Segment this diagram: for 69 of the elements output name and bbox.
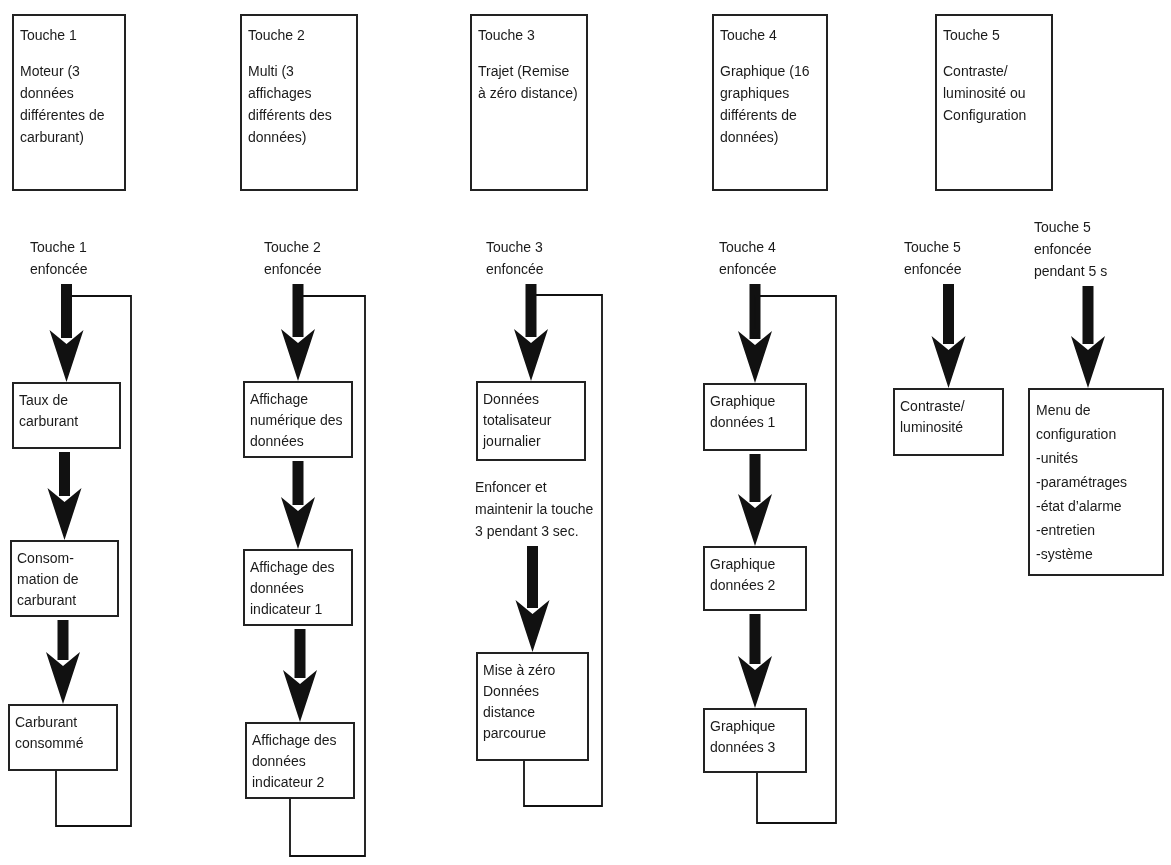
arrow xyxy=(738,454,772,546)
arrow xyxy=(738,284,772,383)
key-title: Touche 2 xyxy=(248,26,306,45)
key-description: Moteur (3 données différentes de carburant) xyxy=(20,62,106,147)
process-box xyxy=(703,546,807,611)
arrow xyxy=(738,614,772,708)
box-text: Affichage numérique des données xyxy=(250,390,344,451)
process-box xyxy=(12,382,121,449)
arrow xyxy=(46,620,80,704)
process-box xyxy=(243,381,353,458)
key-box xyxy=(935,14,1053,191)
box-text: Consom-mation de carburant xyxy=(17,549,80,610)
key-box xyxy=(470,14,588,191)
process-box xyxy=(8,704,118,771)
key-description: Multi (3 affichages différents des données) xyxy=(248,62,333,147)
key-title: Touche 4 xyxy=(720,26,778,45)
process-box xyxy=(10,540,119,617)
box-text: Graphique données 2 xyxy=(710,555,777,595)
menu-box xyxy=(1028,388,1164,576)
arrow xyxy=(515,546,550,652)
process-box xyxy=(476,652,589,761)
process-box xyxy=(476,381,586,461)
key-title: Touche 1 xyxy=(20,26,78,45)
key-box xyxy=(240,14,358,191)
menu-title: Menu de configuration xyxy=(1036,401,1118,444)
step-label: Enfoncer et maintenir la touche 3 pendant 3 sec. xyxy=(475,478,595,541)
menu-item: -entretien xyxy=(1036,521,1097,540)
step-label: Touche 5 enfoncée pendant 5 s xyxy=(1034,218,1109,281)
menu-item: -unités xyxy=(1036,449,1080,468)
key-title: Touche 3 xyxy=(478,26,536,45)
loop-line xyxy=(55,295,132,827)
menu-item: -paramétrages xyxy=(1036,473,1129,492)
key-box xyxy=(712,14,828,191)
step-label: Touche 3 enfoncée xyxy=(486,238,545,279)
box-text: Graphique données 1 xyxy=(710,392,777,432)
box-text: Graphique données 3 xyxy=(710,717,777,757)
key-description: Contraste/ luminosité ou Configuration xyxy=(943,62,1028,125)
arrow xyxy=(281,284,315,381)
step-label: Touche 5 enfoncée xyxy=(904,238,963,279)
process-box xyxy=(703,708,807,773)
arrow xyxy=(931,284,966,388)
arrow xyxy=(49,284,84,382)
process-box xyxy=(245,722,355,799)
arrow xyxy=(281,461,315,549)
box-text: Affichage des données indicateur 2 xyxy=(252,731,338,792)
key-box xyxy=(12,14,126,191)
arrow xyxy=(1071,286,1105,388)
menu-item: -système xyxy=(1036,545,1094,564)
process-box xyxy=(893,388,1004,456)
process-box xyxy=(243,549,353,626)
step-label: Touche 1 enfoncée xyxy=(30,238,89,279)
box-text: Carburant consommé xyxy=(15,713,85,753)
loop-line xyxy=(523,294,603,807)
process-box xyxy=(703,383,807,451)
menu-item: -état d’alarme xyxy=(1036,497,1123,516)
key-description: Graphique (16 graphiques différents de données) xyxy=(720,62,811,147)
arrow xyxy=(47,452,82,540)
arrow xyxy=(514,284,548,381)
box-text: Contraste/ luminosité xyxy=(900,397,966,437)
box-text: Taux de carburant xyxy=(19,391,80,431)
step-label: Touche 2 enfoncée xyxy=(264,238,323,279)
key-description: Trajet (Remise à zéro distance) xyxy=(478,62,579,103)
arrow xyxy=(283,629,317,722)
box-text: Mise à zéro Données distance parcourue xyxy=(483,661,557,743)
step-label: Touche 4 enfoncée xyxy=(719,238,778,279)
box-text: Données totalisateur journalier xyxy=(483,390,553,451)
loop-line xyxy=(289,295,366,857)
box-text: Affichage des données indicateur 1 xyxy=(250,558,336,619)
key-title: Touche 5 xyxy=(943,26,1001,45)
